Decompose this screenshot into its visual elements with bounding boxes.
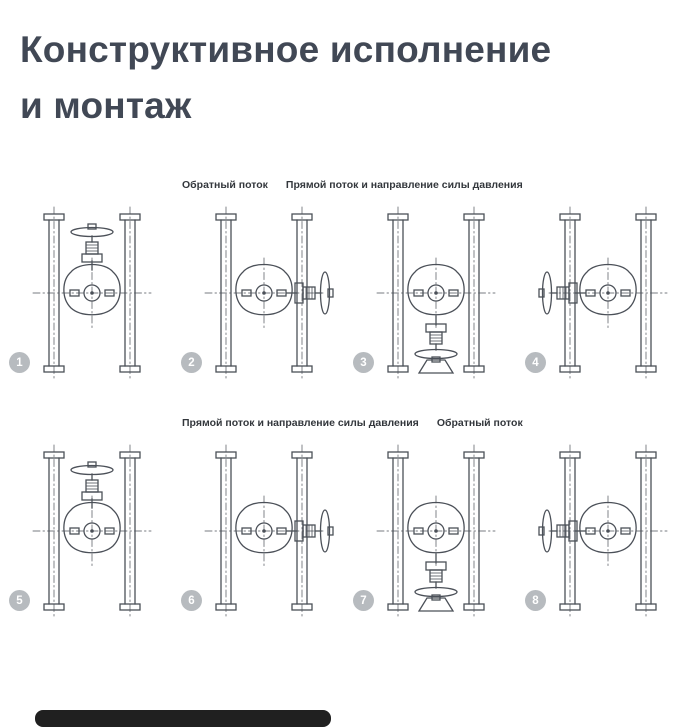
valve-diagrams-row: 5 6 xyxy=(0,436,700,641)
valve-diagram xyxy=(538,444,668,618)
valve-diagram-cell: 7 xyxy=(350,436,522,641)
valve-diagram-cell: 2 xyxy=(178,198,350,403)
position-number-badge: 4 xyxy=(525,352,546,373)
valve-diagram-cell: 5 xyxy=(6,436,178,641)
position-number-badge: 6 xyxy=(181,590,202,611)
valve-diagram xyxy=(204,444,334,618)
position-number-badge: 5 xyxy=(9,590,30,611)
valve-diagram xyxy=(32,206,152,380)
valve-diagram xyxy=(538,206,668,380)
valve-diagram-cell: 8 xyxy=(522,436,694,641)
position-number-badge: 7 xyxy=(353,590,374,611)
flow-direction-labels-row: Обратный поток Прямой поток и направление… xyxy=(0,179,700,191)
flow-direction-label: Обратный поток xyxy=(182,179,268,191)
valve-diagram xyxy=(32,444,152,618)
valve-diagram-cell: 4 xyxy=(522,198,694,403)
valve-diagram-cell: 1 xyxy=(6,198,178,403)
position-number-badge: 1 xyxy=(9,352,30,373)
page-title-line-1: Конструктивное исполнение xyxy=(20,29,552,70)
page-title: Конструктивное исполнение и монтаж xyxy=(20,22,700,133)
valve-diagram xyxy=(376,444,496,618)
position-number-badge: 3 xyxy=(353,352,374,373)
flow-direction-labels-row: Прямой поток и направление силы давления… xyxy=(0,417,700,429)
flow-direction-label: Прямой поток и направление силы давления xyxy=(182,417,419,429)
position-number-badge: 8 xyxy=(525,590,546,611)
valve-diagrams-row: 1 2 xyxy=(0,198,700,403)
bottom-bar xyxy=(35,710,331,727)
valve-diagram-cell: 6 xyxy=(178,436,350,641)
position-number-badge: 2 xyxy=(181,352,202,373)
valve-diagram xyxy=(204,206,334,380)
flow-direction-label: Обратный поток xyxy=(436,417,523,429)
page-title-line-2: и монтаж xyxy=(20,84,192,126)
valve-diagram-cell: 3 xyxy=(350,198,522,403)
flow-direction-label: Прямой поток и направление силы давления xyxy=(285,179,523,191)
valve-diagram xyxy=(376,206,496,380)
page: Конструктивное исполнение и монтаж Обратн… xyxy=(0,22,700,727)
